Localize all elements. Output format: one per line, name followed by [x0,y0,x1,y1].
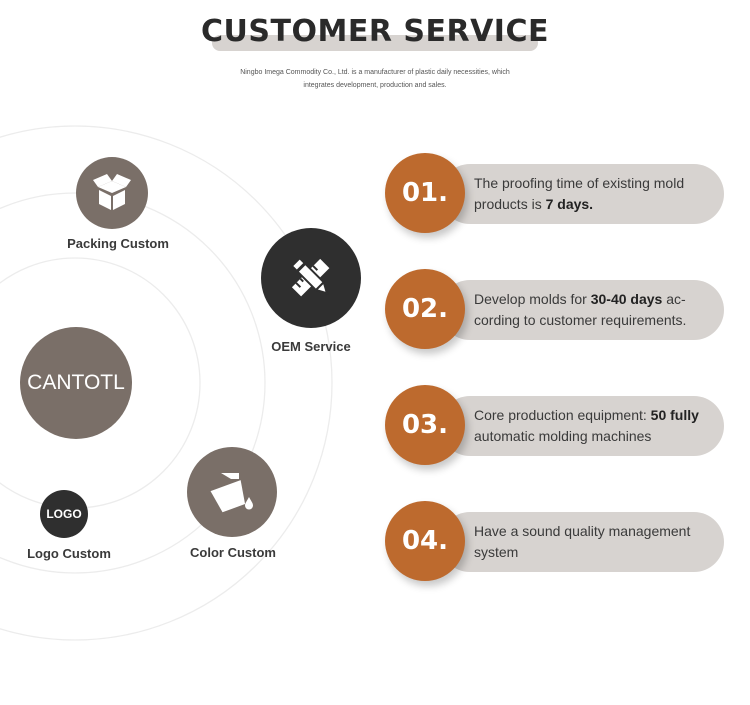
step-1-text-bold: 7 days. [545,196,594,212]
logo-badge-text: LOGO [46,507,82,521]
subtitle-line-2: integrates development, production and s… [303,82,447,89]
step-2-text-bold: 30-40 days [590,291,663,307]
step-number-2: 02. [385,269,465,349]
step-3-text: Core production equipment: 50 fully auto… [474,405,710,447]
center-brand-text: CANTOTL [27,371,125,394]
step-2-text: Develop molds for 30-40 days ac-cording … [474,289,710,331]
step-number-3: 03. [385,385,465,465]
step-number-4: 04. [385,501,465,581]
step-2-text-part: Develop molds for [474,291,591,307]
logo-custom-label: Logo Custom [27,546,111,561]
step-1-text-part: The proofing time of existing mold produ… [474,175,685,212]
logo-custom-circle: LOGO [40,490,88,538]
step-4-text-part: Have a sound quality management system [474,523,691,560]
center-brand-circle: CANTOTL [20,327,132,439]
step-pill-4: Have a sound quality management system [440,512,724,572]
step-pill-2: Develop molds for 30-40 days ac-cording … [440,280,724,340]
page-subtitle: Ningbo Imega Commodity Co., Ltd. is a ma… [0,66,750,92]
step-3-text-part: automatic molding machines [474,428,652,444]
page-title: CUSTOMER SERVICE [201,14,549,49]
oem-service-label: OEM Service [271,339,351,354]
step-3-text-part: Core production equipment: [474,407,651,423]
color-custom-label: Color Custom [190,545,276,560]
step-4-text: Have a sound quality management system [474,521,710,563]
step-1-text: The proofing time of existing mold produ… [474,173,710,215]
subtitle-line-1: Ningbo Imega Commodity Co., Ltd. is a ma… [240,69,510,76]
paint-bucket-icon [207,467,257,517]
step-pill-3: Core production equipment: 50 fully auto… [440,396,724,456]
step-3-text-bold: 50 fully [650,407,699,423]
packing-custom-circle [76,157,148,229]
packing-custom-label: Packing Custom [67,236,169,251]
color-custom-circle [187,447,277,537]
step-2-text-part: ac-cording to customer requirements. [474,291,687,328]
oem-service-circle [261,228,361,328]
step-pill-1: The proofing time of existing mold produ… [440,164,724,224]
box-icon [91,173,133,213]
title-underline-bar [212,35,538,51]
pencil-ruler-icon [283,250,339,306]
step-number-1: 01. [385,153,465,233]
